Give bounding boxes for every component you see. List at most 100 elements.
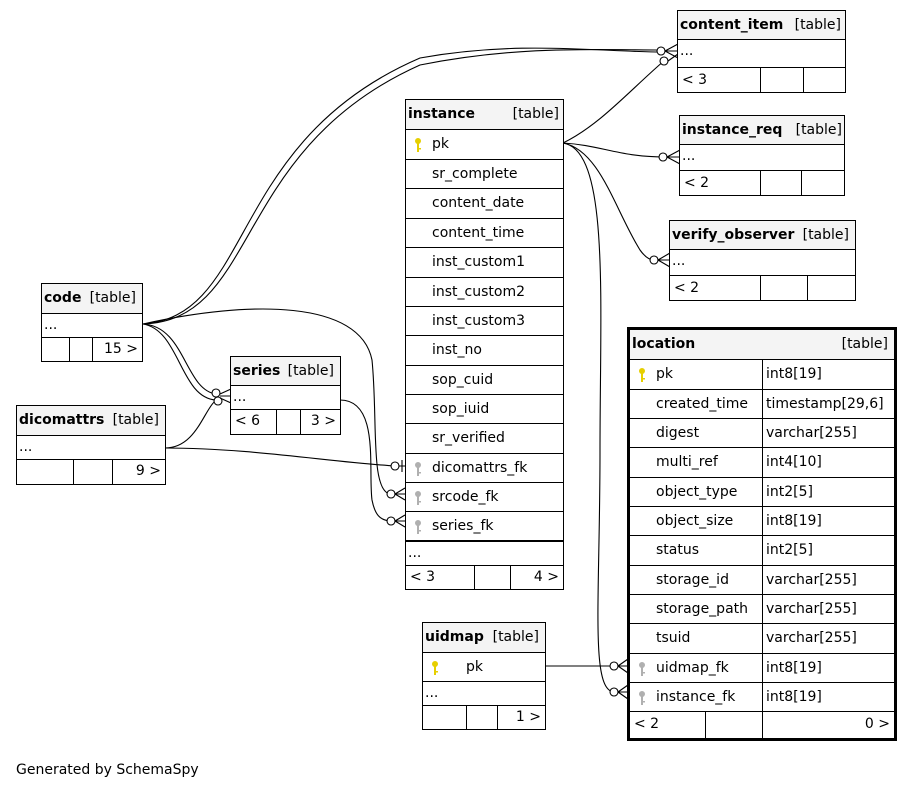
table-type: [table] [89, 290, 136, 306]
children-count: 3 > [310, 413, 336, 429]
table-name: instance_req [682, 122, 783, 138]
table-instance[interactable]: instance [table] pk sr_complete content_… [405, 99, 564, 590]
children-count: 15 > [104, 341, 138, 357]
column-name: series_fk [432, 518, 494, 534]
column-name: dicomattrs_fk [432, 460, 528, 476]
columns-more: ... [406, 540, 563, 565]
parents-count: < 6 [235, 413, 261, 429]
table-header: uidmap [table] [423, 623, 545, 652]
column-type: varchar[255] [766, 425, 857, 441]
column-name: sop_cuid [432, 372, 494, 388]
column-row: object_type int2[5] [630, 477, 894, 506]
table-series[interactable]: series [table] ... < 6 3 > [230, 356, 341, 435]
column-name: sop_iuid [432, 401, 490, 417]
column-name: pk [466, 659, 483, 675]
table-header: series [table] [231, 357, 340, 385]
table-name: verify_observer [672, 227, 795, 243]
column-type: int8[19] [766, 660, 822, 676]
column-row: sr_verified [406, 423, 563, 453]
column-row: pk [406, 129, 563, 159]
table-type: [table] [802, 227, 849, 243]
column-row: sop_cuid [406, 365, 563, 394]
table-name: uidmap [425, 629, 484, 645]
parents-count: < 2 [634, 716, 660, 732]
column-type: timestamp[29,6] [766, 396, 884, 412]
column-row: sr_complete [406, 159, 563, 188]
parents-count: < 2 [674, 280, 700, 296]
column-name: multi_ref [656, 454, 718, 470]
column-row: content_time [406, 218, 563, 247]
edge-code-instance [142, 308, 391, 495]
column-row: srcode_fk [406, 482, 563, 511]
column-row: created_time timestamp[29,6] [630, 389, 894, 418]
table-uidmap[interactable]: uidmap [table] pk ... 1 > [422, 622, 546, 730]
column-type: varchar[255] [766, 601, 857, 617]
table-name: instance [408, 106, 475, 122]
foreign-key-icon [415, 462, 421, 476]
column-row: series_fk [406, 511, 563, 540]
table-instance-req[interactable]: instance_req [table] ... < 2 [679, 115, 845, 196]
table-content-item[interactable]: content_item [table] ... < 3 [677, 10, 846, 93]
edge-instance-verify-observer [562, 142, 655, 261]
column-type: varchar[255] [766, 630, 857, 646]
primary-key-icon [415, 138, 421, 152]
children-count: 1 > [515, 709, 541, 725]
relationship-counts: 1 > [423, 705, 545, 729]
table-header: location [table] [630, 330, 894, 359]
edge-code-content-item-2 [142, 47, 663, 325]
table-verify-observer[interactable]: verify_observer [table] ... < 2 [669, 220, 856, 301]
column-name: inst_custom1 [432, 254, 526, 270]
column-type: int4[10] [766, 454, 822, 470]
parents-count: < 2 [684, 175, 710, 191]
children-count: 0 > [864, 716, 890, 732]
table-header: instance_req [table] [680, 116, 844, 144]
table-dicomattrs[interactable]: dicomattrs [table] ... 9 > [16, 405, 166, 485]
edge-code-series-1 [142, 323, 217, 395]
column-name: tsuid [656, 630, 691, 646]
table-header: code [table] [42, 284, 142, 313]
column-row: content_date [406, 188, 563, 218]
column-name: sr_complete [432, 166, 518, 182]
table-name: series [233, 363, 281, 379]
relationship-counts: < 2 0 > [630, 711, 894, 738]
column-name: uidmap_fk [656, 660, 729, 676]
relationship-counts: < 3 4 > [406, 565, 563, 589]
columns-more: ... [17, 435, 165, 459]
table-name: code [44, 290, 82, 306]
columns-more: ... [42, 313, 142, 337]
table-code[interactable]: code [table] ... 15 > [41, 283, 143, 362]
column-name: digest [656, 425, 700, 441]
column-row: object_size int8[19] [630, 506, 894, 535]
children-count: 4 > [533, 569, 559, 585]
column-row: digest varchar[255] [630, 418, 894, 447]
column-name: inst_no [432, 342, 482, 358]
primary-key-icon [639, 368, 645, 382]
column-name: pk [432, 136, 449, 152]
columns-more: ... [670, 249, 855, 275]
column-row: inst_custom3 [406, 306, 563, 335]
table-location[interactable]: location [table] pk int8[19] created_tim… [627, 327, 897, 741]
column-row: inst_no [406, 335, 563, 365]
column-type: varchar[255] [766, 572, 857, 588]
relationship-counts: 9 > [17, 459, 165, 484]
column-name: instance_fk [656, 689, 736, 705]
column-name: pk [656, 366, 673, 382]
edge-code-series-2 [142, 323, 217, 401]
children-count: 9 > [135, 463, 161, 479]
parents-count: < 3 [410, 569, 436, 585]
table-type: [table] [492, 629, 539, 645]
column-row: inst_custom2 [406, 277, 563, 306]
column-name: object_type [656, 484, 738, 500]
relationship-counts: < 2 [680, 170, 844, 195]
table-type: [table] [795, 122, 842, 138]
table-header: instance [table] [406, 100, 563, 129]
table-header: verify_observer [table] [670, 221, 855, 249]
column-name: inst_custom3 [432, 313, 526, 329]
columns-more: ... [680, 144, 844, 170]
relationship-counts: < 3 [678, 67, 845, 92]
column-name: storage_path [656, 601, 749, 617]
column-row: status int2[5] [630, 535, 894, 565]
edge-instance-location [562, 142, 615, 693]
table-type: [table] [841, 336, 888, 352]
